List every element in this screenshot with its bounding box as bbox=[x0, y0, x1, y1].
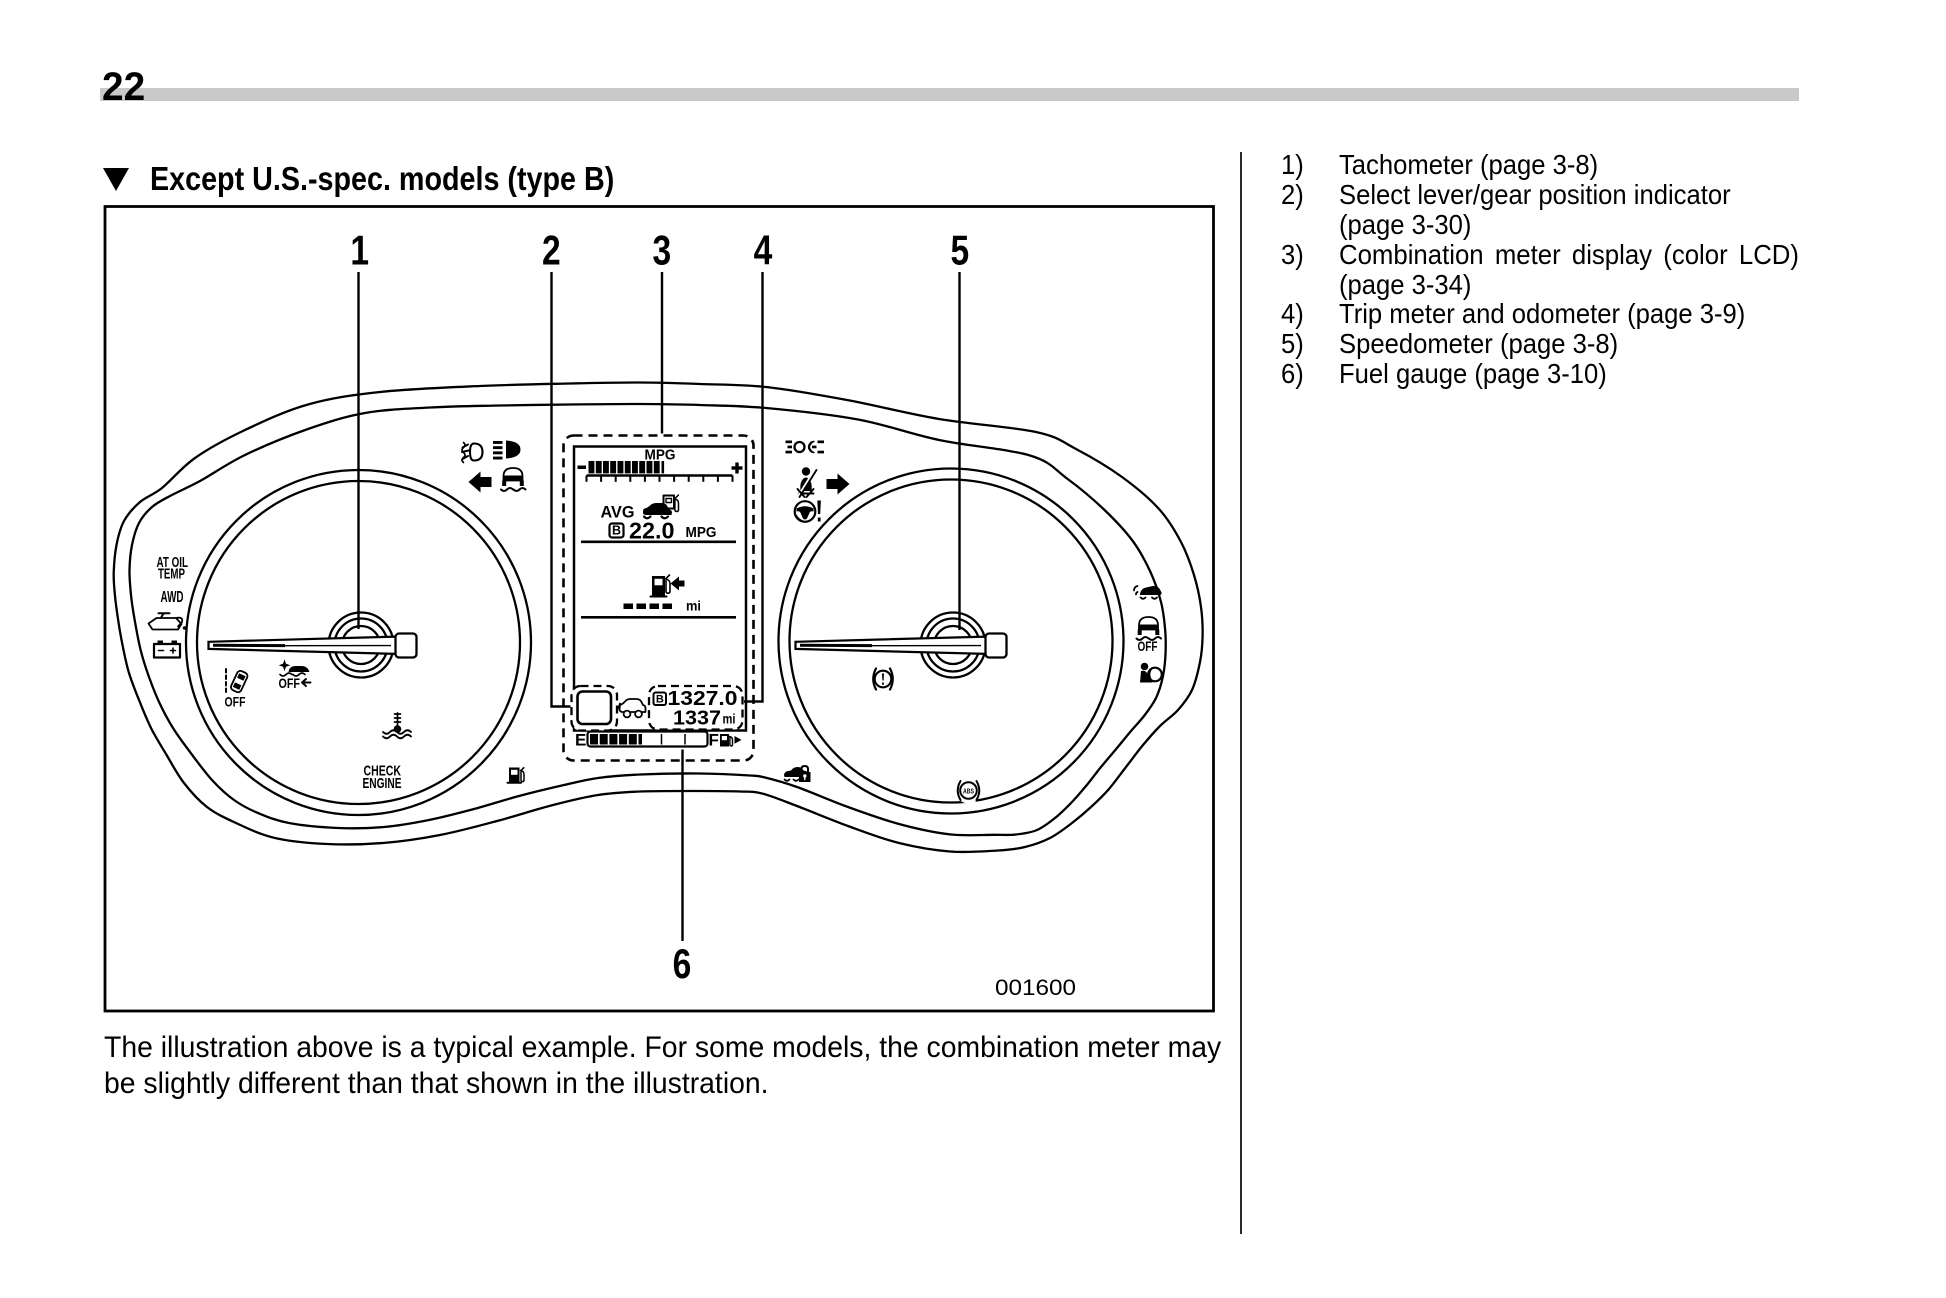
svg-text:AVG: AVG bbox=[601, 503, 635, 522]
svg-text:TEMP: TEMP bbox=[158, 567, 185, 583]
svg-text:E: E bbox=[575, 731, 586, 750]
svg-text:mi: mi bbox=[723, 712, 736, 727]
svg-text:1337: 1337 bbox=[673, 707, 721, 730]
svg-text:5: 5 bbox=[951, 228, 970, 274]
svg-text:MPG: MPG bbox=[645, 448, 676, 464]
svg-text:ENGINE: ENGINE bbox=[363, 775, 402, 792]
svg-text:CHECK: CHECK bbox=[364, 763, 402, 780]
svg-text:2: 2 bbox=[542, 228, 561, 274]
svg-text:1: 1 bbox=[350, 228, 369, 274]
svg-text:001600: 001600 bbox=[995, 975, 1076, 1000]
svg-text:22.0: 22.0 bbox=[629, 518, 675, 544]
svg-text:ABS: ABS bbox=[963, 786, 974, 795]
svg-text:F: F bbox=[709, 731, 719, 750]
svg-text:mi: mi bbox=[686, 598, 701, 614]
svg-text:AT OIL: AT OIL bbox=[157, 555, 189, 571]
svg-text:OFF: OFF bbox=[225, 694, 246, 710]
svg-text:AWD: AWD bbox=[161, 589, 184, 606]
svg-text:OFF: OFF bbox=[279, 676, 301, 691]
svg-text:1327.0: 1327.0 bbox=[668, 687, 738, 710]
svg-text:OFF: OFF bbox=[1138, 638, 1158, 654]
svg-text:B: B bbox=[612, 524, 621, 538]
svg-text:4: 4 bbox=[754, 228, 773, 274]
svg-text:6: 6 bbox=[673, 942, 692, 988]
svg-text:3: 3 bbox=[652, 228, 671, 274]
svg-text:MPG: MPG bbox=[686, 524, 717, 541]
svg-text:B: B bbox=[656, 694, 664, 706]
